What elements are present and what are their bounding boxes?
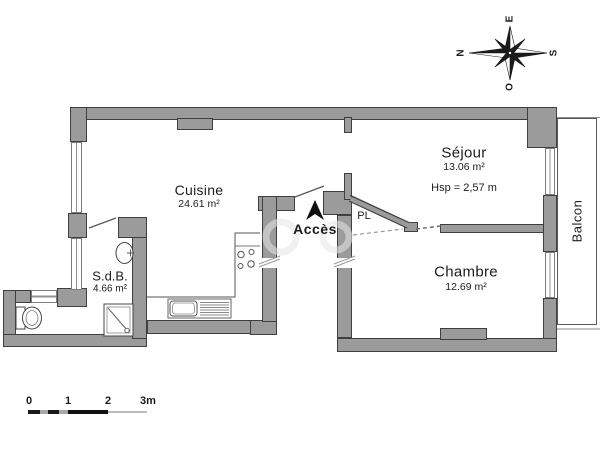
scale-tick-3m: 3m [140, 395, 156, 407]
wall-break [335, 258, 354, 268]
room-area-cuisine: 24.61 m² [178, 198, 220, 210]
closet-label: PL [357, 210, 371, 222]
wall-segment [57, 288, 87, 307]
scale-segment [48, 410, 59, 414]
sdb-door-leaf [88, 217, 117, 229]
scale-segment [68, 409, 108, 414]
window [71, 238, 82, 290]
wall-segment [337, 338, 557, 352]
scale-segment [40, 410, 48, 414]
room-area-sejour: 13.06 m² [443, 161, 485, 173]
window [545, 252, 555, 298]
wall-segment [344, 117, 352, 133]
window [545, 148, 555, 195]
room-label-chambre: Chambre [434, 263, 498, 281]
wall-segment [147, 320, 260, 334]
entry-door-leaf [294, 185, 325, 198]
compass-north-label: N [455, 49, 467, 57]
door-opening-chambre [415, 225, 442, 230]
wall-segment [323, 191, 352, 215]
wall-segment [118, 217, 147, 238]
scale-tick-1: 1 [64, 395, 72, 407]
room-area-sdb: 4.66 m² [93, 283, 127, 295]
compass-rose-icon [468, 25, 548, 81]
scale-segment [59, 410, 68, 414]
stove-icon [237, 249, 255, 269]
wall-segment [3, 334, 147, 347]
kitchen-sink-icon [167, 298, 232, 319]
wall-segment [543, 195, 557, 252]
wall-segment [72, 107, 540, 120]
room-label-balcon: Balcon [569, 199, 585, 243]
scale-tick-0: 0 [25, 395, 33, 407]
scale-segment [28, 410, 40, 414]
window [71, 142, 82, 213]
wall-segment [404, 222, 418, 232]
wall-segment [344, 173, 352, 200]
wall-segment [440, 224, 545, 233]
wall-segment [177, 118, 213, 130]
wall-segment [337, 215, 352, 338]
wall-segment [527, 107, 557, 148]
scale-segment [108, 411, 147, 413]
window [31, 290, 57, 303]
kitchen-counter [147, 232, 260, 298]
wall-segment [68, 213, 87, 238]
room-area-chambre: 12.69 m² [445, 281, 487, 293]
shower-icon [103, 303, 134, 337]
compass-west-label: O [504, 83, 516, 91]
access-arrow-icon [306, 200, 324, 220]
ceiling-height-label: Hsp = 2,57 m [431, 182, 497, 194]
wall-segment [440, 328, 487, 340]
compass-south-label: S [548, 49, 560, 57]
wall-segment [250, 320, 277, 335]
room-label-sdb: S.d.B. [92, 268, 128, 284]
compass-east-label: E [504, 15, 516, 23]
room-label-cuisine: Cuisine [174, 182, 224, 198]
wall-segment [70, 107, 87, 142]
entry-label: Accès [293, 221, 337, 237]
scale-tick-2: 2 [104, 395, 112, 407]
wall-break [260, 258, 279, 268]
toilet-icon [15, 306, 42, 330]
room-label-sejour: Séjour [441, 144, 487, 162]
balcony-outline [557, 118, 597, 325]
